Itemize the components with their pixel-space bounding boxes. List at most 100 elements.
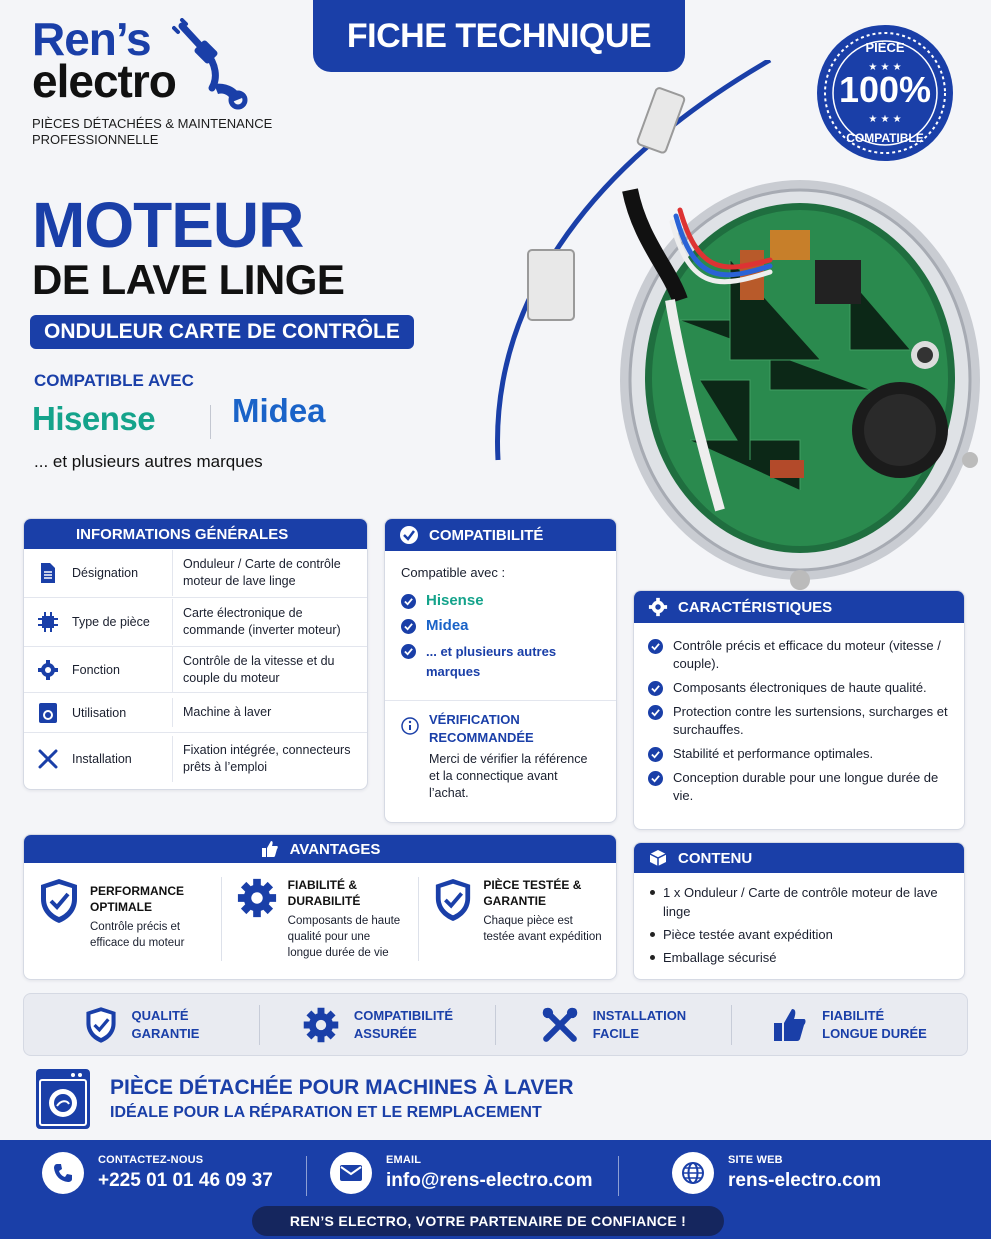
compat-item: Midea	[401, 617, 600, 634]
midea-logo: Midea	[232, 392, 326, 429]
feature-text: Stabilité et performance optimales.	[673, 746, 874, 761]
contents-item: Emballage sécurisé	[650, 948, 948, 967]
thumbs-up-icon	[774, 1008, 806, 1041]
strip-label-1: QUALITÉ	[131, 1007, 189, 1023]
contents-card: CONTENU 1 x Onduleur / Carte de contrôle…	[633, 842, 965, 980]
info-row: Utilisation Machine à laver	[24, 693, 367, 733]
tools-icon	[38, 749, 58, 769]
contents-heading: CONTENU	[678, 849, 753, 867]
general-info-heading: INFORMATIONS GÉNÉRALES	[24, 519, 367, 549]
website-label: SITE WEB	[728, 1154, 783, 1166]
fiche-technique-banner: FICHE TECHNIQUE	[313, 0, 685, 72]
tools-icon	[542, 1007, 578, 1042]
mail-icon	[340, 1165, 362, 1181]
contents-item: Pièce testée avant expédition	[650, 925, 948, 944]
brand-divider	[210, 405, 211, 439]
compat-item: ... et plusieurs autres marques	[401, 642, 600, 682]
compat-others: ... et plusieurs autres marques	[426, 644, 557, 679]
plug-wrench-icon	[172, 18, 248, 110]
compatibility-card: COMPATIBILITÉ Compatible avec : Hisense …	[384, 518, 617, 823]
email-value[interactable]: info@rens-electro.com	[386, 1170, 593, 1191]
shield-check-icon	[41, 879, 77, 923]
info-value: Onduleur / Carte de contrôle moteur de l…	[172, 550, 367, 596]
machine-subtitle: IDÉALE POUR LA RÉPARATION ET LE REMPLACE…	[110, 1104, 542, 1121]
contents-text: 1 x Onduleur / Carte de contrôle moteur …	[663, 885, 938, 919]
info-key: Installation	[72, 752, 132, 766]
strip-label-1: FIABILITÉ	[822, 1007, 885, 1023]
gear-icon	[38, 659, 58, 680]
feature-text: Conception durable pour une longue durée…	[673, 770, 939, 803]
gear-icon	[237, 878, 276, 918]
feature-item: Conception durable pour une longue durée…	[648, 769, 950, 805]
info-value: Contrôle de la vitesse et du couple du m…	[172, 646, 367, 693]
feature-item: Contrôle précis et efficace du moteur (v…	[648, 637, 950, 673]
check-icon	[401, 619, 416, 634]
gear-icon	[648, 597, 668, 617]
info-value: Machine à laver	[172, 698, 367, 727]
compatible-label: COMPATIBLE AVEC	[34, 371, 194, 390]
footer-email[interactable]: EMAIL info@rens-electro.com	[330, 1152, 592, 1194]
phone-label: CONTACTEZ-NOUS	[98, 1154, 204, 1166]
advantage-desc: Composants de haute qualité pour une lon…	[287, 915, 401, 959]
product-type-pill: ONDULEUR CARTE DE CONTRÔLE	[30, 315, 414, 349]
contents-text: Emballage sécurisé	[663, 950, 777, 965]
check-icon	[401, 644, 416, 659]
strip-label-2: GARANTIE	[131, 1025, 200, 1041]
seal-main: 100%	[839, 69, 931, 110]
info-icon	[401, 717, 419, 735]
feature-text: Contrôle précis et efficace du moteur (v…	[673, 638, 941, 671]
logo-line1: Ren’s	[32, 13, 152, 65]
features-heading: CARACTÉRISTIQUES	[678, 598, 833, 616]
footer-phone[interactable]: CONTACTEZ-NOUS +225 01 01 46 09 37	[42, 1152, 273, 1194]
advantage-title: FIABILITÉ & DURABILITÉ	[287, 878, 361, 908]
svg-text:★ ★ ★: ★ ★ ★	[868, 114, 901, 125]
info-key: Fonction	[72, 662, 120, 677]
footer-website[interactable]: SITE WEB rens-electro.com	[672, 1152, 881, 1194]
hisense-logo: Hisense	[32, 400, 156, 437]
product-subtitle: DE LAVE LINGE	[32, 256, 345, 303]
footer-divider	[306, 1156, 307, 1196]
product-title: MOTEUR	[32, 189, 304, 261]
seal-top: PIÈCE	[865, 40, 904, 55]
other-brands-text: ... et plusieurs autres marques	[34, 452, 263, 471]
check-circle-icon	[399, 525, 419, 545]
shield-check-icon	[85, 1006, 116, 1043]
globe-icon	[682, 1162, 704, 1184]
shield-check-icon	[436, 879, 471, 921]
box-icon	[648, 848, 668, 868]
compat-intro: Compatible avec :	[401, 565, 506, 580]
footer-divider	[618, 1156, 619, 1196]
phone-value[interactable]: +225 01 01 46 09 37	[98, 1170, 273, 1191]
check-icon	[648, 639, 663, 654]
feature-text: Composants électroniques de haute qualit…	[673, 680, 927, 695]
info-row: Fonction Contrôle de la vitesse et du co…	[24, 646, 367, 693]
compatibility-heading: COMPATIBILITÉ	[429, 526, 544, 544]
website-value[interactable]: rens-electro.com	[728, 1170, 882, 1191]
compatible-seal-badge: PIÈCE ★ ★ ★ 100% ★ ★ ★ COMPATIBLE	[817, 25, 953, 161]
strip-item-quality: QUALITÉ GARANTIE	[24, 1004, 260, 1045]
logo: Ren’s electro PIÈCES DÉTACHÉES & MAINTEN…	[32, 13, 302, 148]
contents-item: 1 x Onduleur / Carte de contrôle moteur …	[650, 883, 948, 921]
chip-icon	[38, 612, 58, 632]
advantage-desc: Chaque pièce est testée avant expédition	[483, 915, 602, 943]
thumbs-up-icon	[260, 839, 280, 859]
advantage-title: PIÈCE TESTÉE & GARANTIE	[483, 878, 582, 908]
check-icon	[648, 747, 663, 762]
feature-item: Stabilité et performance optimales.	[648, 745, 950, 763]
compat-hisense: Hisense	[426, 592, 484, 609]
email-label: EMAIL	[386, 1154, 422, 1166]
info-key: Type de pièce	[72, 615, 150, 629]
washing-machine-icon	[36, 1069, 90, 1129]
info-value: Fixation intégrée, connecteurs prêts à l…	[172, 736, 367, 782]
strip-label-2: ASSURÉE	[353, 1025, 417, 1041]
phone-icon	[54, 1164, 72, 1182]
strip-label-2: FACILE	[592, 1025, 640, 1041]
info-key: Utilisation	[72, 705, 127, 720]
advantage-desc: Contrôle précis et efficace du moteur	[90, 921, 185, 949]
check-icon	[648, 771, 663, 786]
info-row: Installation Fixation intégrée, connecte…	[24, 733, 367, 785]
